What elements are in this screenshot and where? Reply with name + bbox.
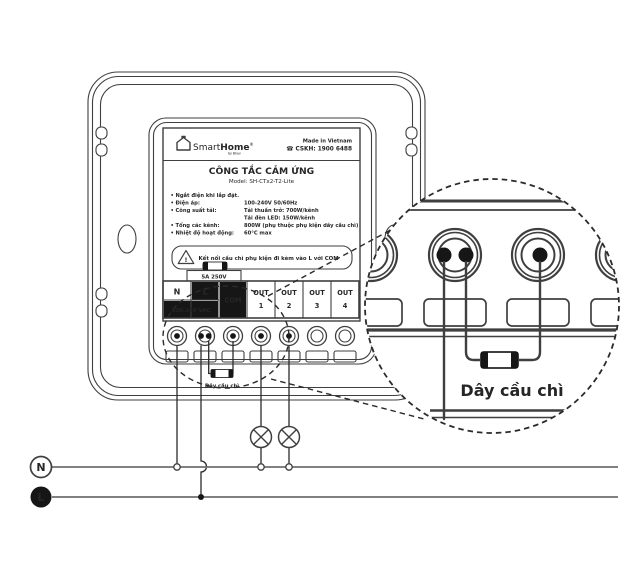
warning-mark: ! <box>185 256 188 264</box>
terminal-cell-l-bg <box>192 282 218 300</box>
spec-value: Tải đèn LED: 150W/kênh <box>244 215 315 222</box>
spec-bullet: • <box>171 193 174 199</box>
magnifier-circle <box>364 178 620 434</box>
magnified-fuse-jumper <box>442 260 542 421</box>
made-in: Made in Vietnam <box>303 139 352 145</box>
brand-smart: Smart <box>193 143 221 153</box>
fuse-symbol <box>210 368 234 379</box>
terminal-out4-label: OUT <box>337 289 353 297</box>
fuse-jumper: Dây cầu chì <box>205 341 239 390</box>
voltage-rating: 100-240 VAC <box>171 308 210 314</box>
brand-byline: by Bkav <box>228 152 241 156</box>
terminal-cell-com-bg <box>220 282 246 318</box>
terminal-out3-num: 3 <box>315 302 320 310</box>
junction-open-out2 <box>285 463 293 471</box>
terminal-out2-label: OUT <box>281 289 297 297</box>
magnified-terminal-com <box>510 227 566 283</box>
magnified-terminal-neighbor-right <box>594 227 619 283</box>
spec-label: Ngắt điện khi lắp đặt. <box>176 192 240 199</box>
hotline: CSKH: 1900 6488 <box>295 147 352 153</box>
screw-hole-left <box>117 224 137 254</box>
screw-terminal-out1 <box>250 325 272 347</box>
spec-value: 100-240V 50/60Hz <box>244 201 297 207</box>
warning-triangle-icon <box>177 249 195 265</box>
wires <box>176 345 301 495</box>
registered-mark: ® <box>249 142 253 147</box>
warning-text: Kết nối cầu chì phụ kiện đi kèm vào L vớ… <box>199 254 339 262</box>
live-label: L <box>37 491 44 504</box>
terminal-n: N <box>174 288 181 297</box>
magnified-slots <box>365 298 619 327</box>
brand-logo: SmartHome® by Bkav <box>176 135 253 156</box>
junction-solid-l <box>198 494 204 500</box>
spec-value: 60°C max <box>244 231 272 237</box>
label-title: CÔNG TẮC CẢM ỨNG <box>209 164 314 177</box>
device-label: SmartHome® by Bkav Made in Vietnam ☎CSKH… <box>162 127 361 322</box>
warning-box: ! Kết nối cầu chì phụ kiện đi kèm vào L … <box>171 245 353 270</box>
screw-terminal-out4 <box>334 325 356 347</box>
neutral-source-badge: N <box>29 455 53 479</box>
magnified-terminal-l <box>427 227 483 283</box>
brand-home: Home <box>220 143 249 153</box>
screw-terminal-out3 <box>306 325 328 347</box>
magnifier: Dây cầu chì <box>162 178 620 434</box>
terminal-out3-label: OUT <box>309 289 325 297</box>
screw-terminal-out2 <box>278 325 300 347</box>
live-source-badge: L <box>30 486 52 508</box>
terminal-out1-num: 1 <box>259 302 264 310</box>
terminal-out4-num: 4 <box>343 302 348 310</box>
terminal-out2-num: 2 <box>287 302 292 310</box>
lamp-icon <box>249 425 273 449</box>
spec-list: • Ngắt điện khi lắp đặt. • Điện áp: 100-… <box>171 192 359 237</box>
house-icon <box>176 135 191 151</box>
fuse-rating: 5A 250V <box>201 275 227 281</box>
junction-open-n <box>173 463 181 471</box>
magnifier-link-bottom <box>270 378 425 420</box>
power-lines: N L <box>29 455 618 508</box>
spec-label: Công suất tải: <box>176 207 217 214</box>
terminal-out1-label: OUT <box>253 289 269 297</box>
spec-label: Tổng các kênh: <box>176 222 220 229</box>
spec-label: Điện áp: <box>176 200 200 207</box>
neutral-label: N <box>36 461 45 474</box>
fuse-wire-label: Dây cầu chì <box>205 382 239 390</box>
spec-value: Tải thuần trở: 700W/kênh <box>244 206 319 214</box>
screw-terminal-l <box>194 325 216 347</box>
fuse-5a-symbol: 5A 250V <box>186 261 242 282</box>
spec-value: 800W (phụ thuộc phụ kiện dây cầu chì) <box>244 221 358 229</box>
magnified-fuse-symbol <box>480 351 519 369</box>
magnifier-circle-bg <box>365 179 619 433</box>
terminal-l: L <box>202 288 207 297</box>
svg-text:SmartHome®: SmartHome® <box>193 142 253 153</box>
junction-open-out1 <box>257 463 265 471</box>
spec-bullet: • <box>171 201 174 207</box>
lamp-icon <box>277 425 301 449</box>
spec-bullet: • <box>171 223 174 229</box>
svg-text:☎CSKH: 1900 6488: ☎CSKH: 1900 6488 <box>286 146 352 153</box>
magnifier-label: Dây cầu chì <box>460 381 563 400</box>
label-model: Model: SH-CTx2-T2-Lite <box>229 179 295 185</box>
magnified-content: Dây cầu chì <box>365 199 619 421</box>
spec-bullet: • <box>171 231 174 237</box>
wire-l <box>200 345 208 495</box>
spec-bullet: • <box>171 208 174 214</box>
magnifier-small-circle <box>162 285 290 389</box>
terminal-com: COM <box>224 297 241 305</box>
spec-label: Nhiệt độ hoạt động: <box>176 230 235 237</box>
screw-terminal-n <box>166 325 188 347</box>
terminal-block: N L COM 100-240 VAC OUT 1 OUT 2 OUT 3 OU… <box>162 280 360 319</box>
phone-icon: ☎ <box>286 146 293 153</box>
